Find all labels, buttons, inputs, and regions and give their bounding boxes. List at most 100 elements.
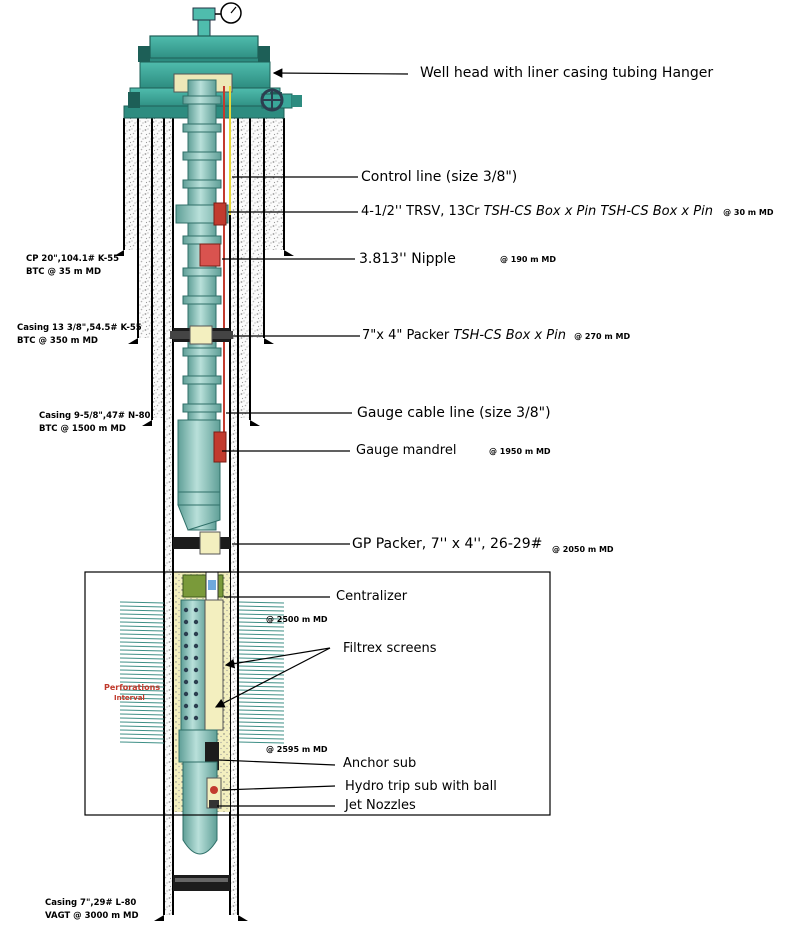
label-cp: CP 20",104.1# K-55 BTC @ 35 m MD [26,253,119,279]
label-casing-13-line2: BTC @ 350 m MD [17,336,98,346]
perforation-tunnel [119,605,165,608]
label-trsv: 4-1/2'' TRSV, 13Cr TSH-CS Box x Pin TSH-… [361,204,774,219]
screen-slot [183,715,189,721]
perforation-tunnel [119,657,165,660]
screen-slot [193,655,199,661]
perforation-tunnel [119,713,165,716]
perforation-tunnel [238,621,285,624]
perforation-tunnel [238,685,285,688]
perforation-tunnel [238,717,285,720]
label-gauge-cable: Gauge cable line (size 3/8") [357,405,551,421]
perforation-tunnel [119,701,165,704]
label-gauge-depth: @ 1950 m MD [489,447,551,456]
perforation-tunnel [119,637,165,640]
perforation-tunnel [238,609,285,612]
perforation-tunnel [238,649,285,652]
perforation-tunnel [238,689,285,692]
perforation-tunnel [238,645,285,648]
perforation-tunnel [238,681,285,684]
perforation-tunnel [119,633,165,636]
perforation-tunnel [119,613,165,616]
perforation-tunnel [238,677,285,680]
perforation-tunnel [119,673,165,676]
screen-slot [193,679,199,685]
label-trsv-depth: @ 30 m MD [723,208,774,217]
label-jet-nozzles: Jet Nozzles [345,798,416,813]
perforation-tunnel [238,669,285,672]
screen-slot [183,655,189,661]
label-perforations-interval: Interval [114,694,145,702]
perforation-tunnel [238,637,285,640]
screen-slot [183,619,189,625]
perforation-tunnel [238,657,285,660]
perforation-tunnel [119,725,165,728]
label-casing-7-line1: Casing 7",29# L-80 [45,898,137,908]
label-casing-7: Casing 7",29# L-80 VAGT @ 3000 m MD [45,897,139,923]
perforation-tunnel [119,601,165,604]
label-packer-main: 7"x 4" Packer [362,328,450,343]
label-cp-line1: CP 20",104.1# K-55 [26,254,120,264]
trsv-valve [175,202,229,226]
label-filtrex: Filtrex screens [343,641,437,656]
perforation-tunnel [119,625,165,628]
perforation-tunnel [238,741,285,744]
perforation-tunnel [238,641,285,644]
label-control-line: Control line (size 3/8") [361,169,518,185]
perforation-tunnel [119,697,165,700]
label-packer-depth: @ 270 m MD [574,332,631,341]
label-gp-packer: GP Packer, 7'' x 4'', 26-29# [352,536,543,552]
perforation-tunnel [119,709,165,712]
perforation-tunnel [119,609,165,612]
perforation-tunnel [238,665,285,668]
label-packer: 7"x 4" Packer TSH-CS Box x Pin @ 270 m M… [362,328,630,343]
perforation-tunnel [119,629,165,632]
screen-slot [193,703,199,709]
perforation-tunnel [238,701,285,704]
perforation-tunnel [238,721,285,724]
screen-slot [183,631,189,637]
label-trsv-connection: TSH-CS Box x Pin TSH-CS Box x Pin [483,204,713,219]
screen-slot [193,667,199,673]
perforation-tunnel [238,605,285,608]
gauge-mandrel [177,419,227,531]
perforation-tunnel [119,645,165,648]
label-casing-958-line2: BTC @ 1500 m MD [39,424,126,434]
perforation-tunnel [238,725,285,728]
valve-handwheel-icon [260,88,302,112]
screen-slot [193,631,199,637]
perforation-tunnel [238,613,285,616]
perforation-tunnel [119,665,165,668]
perforation-tunnel [119,741,165,744]
perforation-tunnel [238,709,285,712]
perforation-tunnel [119,649,165,652]
perforation-tunnel [238,629,285,632]
screen-slot [183,607,189,613]
label-perforations: Perforations [104,683,161,692]
perforation-tunnel [238,601,285,604]
perforation-tunnel [238,625,285,628]
screen-slot [183,643,189,649]
label-centralizer: Centralizer [336,589,408,604]
label-casing-958: Casing 9-5/8",47# N-80 BTC @ 1500 m MD [39,410,150,436]
label-depth-2500: @ 2500 m MD [266,615,328,624]
perforation-tunnel [119,721,165,724]
label-nipple-depth: @ 190 m MD [500,255,556,264]
screen-slot [193,715,199,721]
screen-slot [183,667,189,673]
label-hydro-trip: Hydro trip sub with ball [345,779,497,794]
perforation-tunnel [238,733,285,736]
perforation-tunnel [119,689,165,692]
label-trsv-main: 4-1/2'' TRSV, 13Cr [361,204,480,219]
perforation-tunnel [119,661,165,664]
screen-slot [193,691,199,697]
gp-packer [173,531,230,555]
screen-slot [193,607,199,613]
perforation-tunnel [238,729,285,732]
perforation-tunnel [119,705,165,708]
perforation-tunnel [238,693,285,696]
perforation-tunnel [119,653,165,656]
label-anchor-sub: Anchor sub [343,756,417,771]
perforation-tunnel [119,733,165,736]
perforation-interval [119,601,285,744]
perforation-tunnel [238,705,285,708]
